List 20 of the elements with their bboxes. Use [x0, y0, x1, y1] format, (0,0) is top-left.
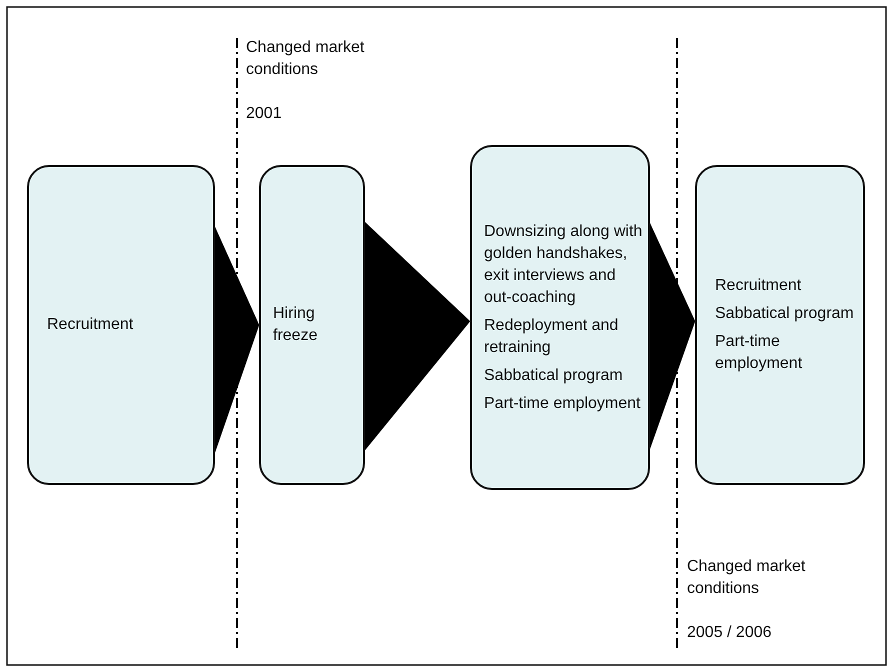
box-text: Downsizing along with golden handshakes, exit interviews and out-coaching — [484, 222, 644, 308]
process-box — [470, 145, 650, 490]
box-text: Recruitment — [715, 276, 802, 296]
annotation-text: 2005 / 2006 — [687, 623, 773, 643]
arrow — [214, 224, 260, 456]
annotation-text: Changed market conditions — [246, 38, 366, 80]
process-box — [259, 165, 365, 485]
box-text: Recruitment — [47, 315, 134, 335]
annotation-text: 2001 — [246, 104, 283, 124]
box-text: Part-time employment — [484, 394, 642, 414]
box-text: Redeployment and retraining — [484, 316, 620, 358]
arrow — [364, 221, 470, 452]
box-text: Sabbatical program — [715, 304, 855, 324]
box-text: Sabbatical program — [484, 366, 624, 386]
process-box — [27, 165, 215, 485]
arrow — [648, 221, 696, 452]
process-box — [695, 165, 865, 485]
box-text: Hiring freeze — [273, 304, 318, 346]
box-text: Part-time employment — [715, 332, 804, 374]
annotation-text: Changed market conditions — [687, 557, 806, 599]
